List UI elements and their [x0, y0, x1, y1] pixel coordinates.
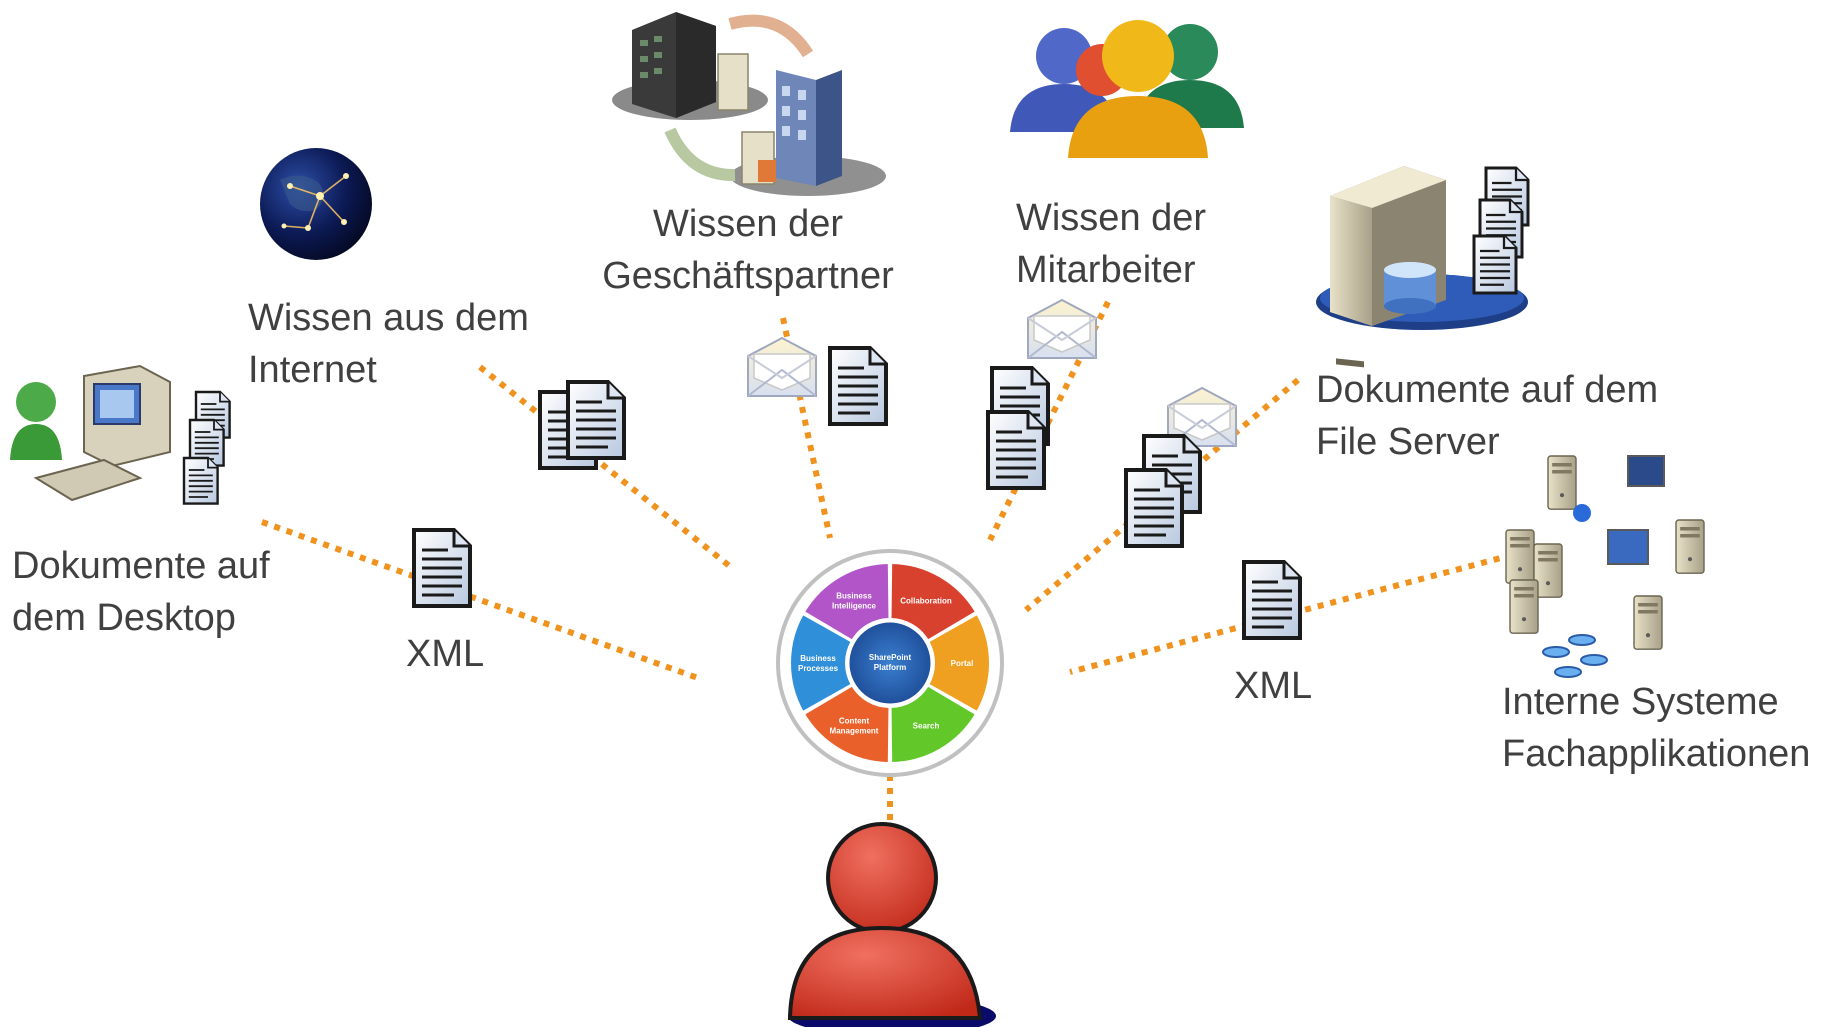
document-icon [538, 380, 626, 470]
wheel-segment-label: Collaboration [900, 597, 952, 606]
document-icon [1124, 434, 1202, 548]
fileserver-label-line2: File Server [1316, 421, 1500, 463]
wheel-segment [889, 684, 978, 765]
server-icon [1316, 166, 1530, 368]
desktop-computer-icon [10, 364, 231, 505]
document-icon [986, 366, 1050, 490]
internal-label-line1: Interne Systeme [1502, 681, 1779, 723]
document-icon [412, 528, 472, 608]
globe-icon [260, 148, 372, 260]
wheel-segment-label: Portal [951, 659, 974, 668]
internal-label-line2: Fachapplikationen [1502, 733, 1811, 775]
envelope-icon [1027, 299, 1097, 359]
connector-internet [478, 364, 734, 571]
partners-source-label: Wissen der Geschäftspartner [598, 198, 898, 302]
buildings-icon [612, 12, 886, 196]
document-icon [1242, 560, 1302, 640]
people-icon [1010, 20, 1244, 158]
user-icon [787, 822, 996, 1027]
xml-label-right: XML [1234, 665, 1313, 707]
connector-partners [780, 317, 833, 539]
wheel-segment [789, 612, 853, 714]
desktop-label-line2: dem Desktop [12, 597, 236, 639]
wheel-segment [802, 684, 891, 765]
partners-label-line1: Wissen der [652, 203, 844, 245]
employees-source-label: Wissen der Mitarbeiter [1016, 192, 1206, 296]
fileserver-source-label: Dokumente auf dem File Server [1316, 364, 1658, 468]
network-systems-icon [1505, 455, 1705, 678]
envelope-icon [747, 337, 817, 397]
wheel-segment-label: Search [913, 721, 940, 730]
internet-source-label: Wissen aus dem Internet [248, 292, 529, 396]
employees-label-line1: Wissen der [1016, 197, 1207, 239]
wheel-segment [889, 561, 978, 642]
xml-label-left: XML [406, 633, 485, 675]
wheel-hub [846, 619, 934, 707]
partners-label-line2: Geschäftspartner [602, 255, 894, 297]
document-icon [828, 346, 888, 426]
internet-label-line1: Wissen aus dem [248, 297, 529, 339]
wheel-segment [802, 561, 891, 642]
fileserver-label-line1: Dokumente auf dem [1316, 369, 1659, 411]
internet-label-line2: Internet [248, 349, 377, 391]
internal-source-label: Interne Systeme Fachapplikationen [1502, 676, 1810, 780]
desktop-source-label: Dokumente auf dem Desktop [12, 540, 270, 644]
employees-label-line2: Mitarbeiter [1016, 249, 1196, 291]
wheel-segment [927, 612, 991, 714]
desktop-label-line1: Dokumente auf [12, 545, 270, 587]
connector-internal [1069, 552, 1513, 675]
